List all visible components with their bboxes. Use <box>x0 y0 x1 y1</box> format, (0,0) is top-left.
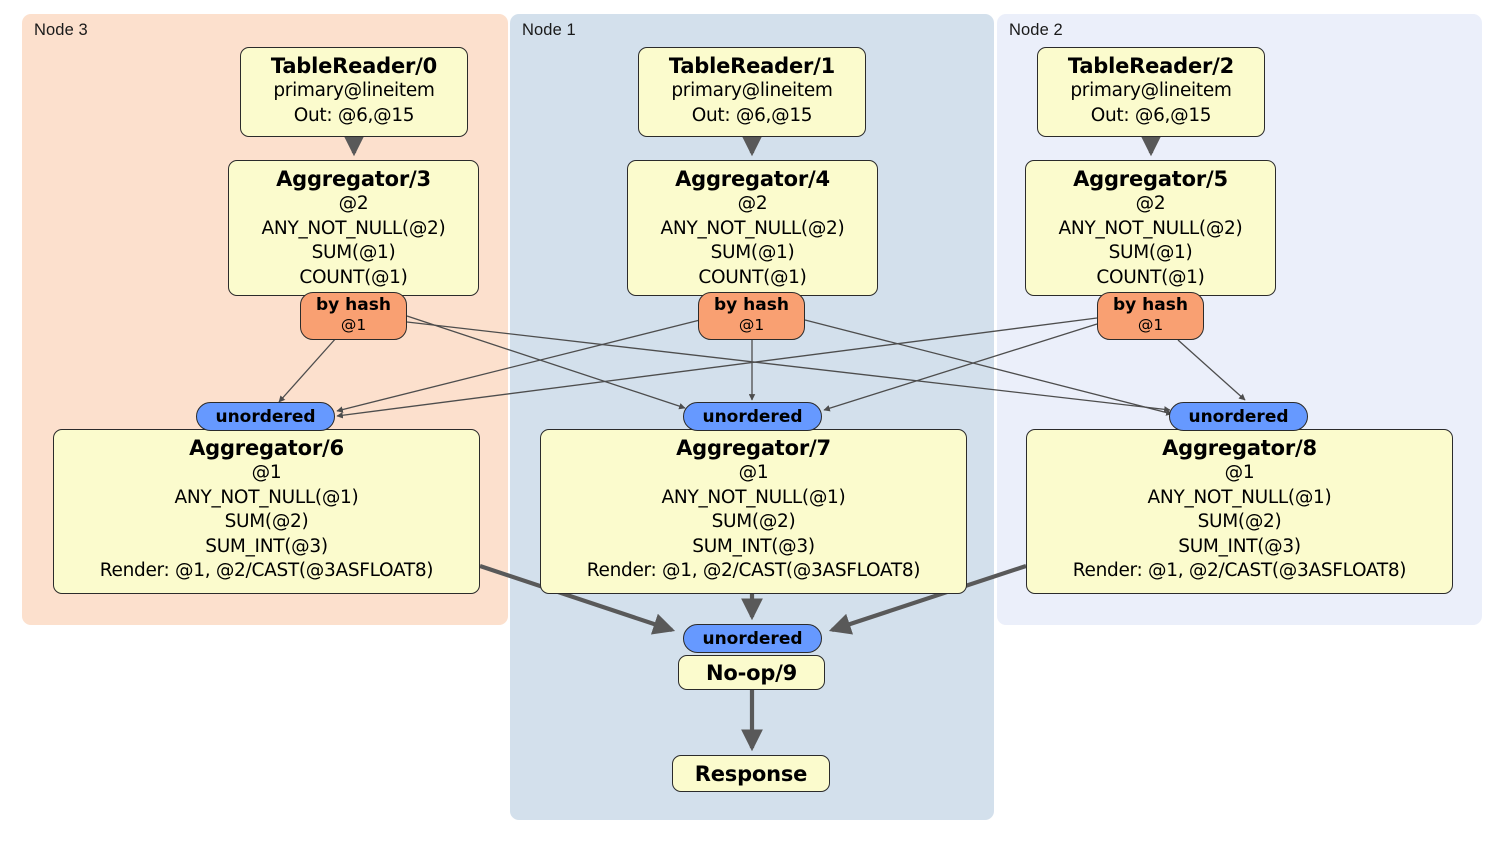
processor-detail-line: Out: @6,@15 <box>293 104 415 126</box>
synchronizer-label: unordered <box>215 406 316 427</box>
node-panel-label-node3: Node 3 <box>34 21 88 39</box>
processor-detail-line: primary@lineitem <box>671 80 833 101</box>
synchronizer-label: unordered <box>1188 406 1289 427</box>
processor-noop9[interactable]: No-op/9 <box>678 655 825 690</box>
synchronizer-label: unordered <box>702 406 803 427</box>
processor-title: Aggregator/7 <box>676 436 831 460</box>
processor-title: TableReader/1 <box>668 54 836 78</box>
processor-detail-line: @2 <box>338 193 369 214</box>
processor-detail-line: ANY_NOT_NULL(@1) <box>1147 486 1332 508</box>
node-panel-label-node2: Node 2 <box>1009 21 1063 39</box>
processor-title: Aggregator/4 <box>675 167 830 191</box>
processor-detail-line: @1 <box>738 462 769 483</box>
processor-detail-line: SUM_INT(@3) <box>1178 535 1301 557</box>
processor-detail-line: SUM(@1) <box>710 242 795 263</box>
router-title: by hash <box>1113 295 1188 315</box>
processor-detail-line: primary@lineitem <box>273 80 435 101</box>
processor-detail-line: ANY_NOT_NULL(@1) <box>661 486 846 508</box>
processor-detail-line: COUNT(@1) <box>299 266 408 288</box>
processor-detail-line: @2 <box>1135 193 1166 214</box>
router-by-hash-byhash5[interactable]: by hash@1 <box>1097 292 1204 340</box>
router-title: by hash <box>714 295 789 315</box>
processor-detail-line: @1 <box>251 462 282 483</box>
processor-detail-line: Render: @1, @2/CAST(@3ASFLOAT8) <box>99 560 434 581</box>
processor-title: Aggregator/8 <box>1162 436 1317 460</box>
processor-detail-line: SUM(@2) <box>711 511 796 532</box>
router-by-hash-byhash4[interactable]: by hash@1 <box>698 292 805 340</box>
router-column: @1 <box>340 316 367 334</box>
synchronizer-unordered-final[interactable]: unordered <box>683 624 822 653</box>
processor-detail-line: ANY_NOT_NULL(@2) <box>660 217 845 239</box>
processor-title: TableReader/0 <box>270 54 438 78</box>
processor-detail-line: Render: @1, @2/CAST(@3ASFLOAT8) <box>1072 560 1407 581</box>
processor-detail-line: primary@lineitem <box>1070 80 1232 101</box>
router-column: @1 <box>738 316 765 334</box>
synchronizer-unordered6[interactable]: unordered <box>196 402 335 431</box>
processor-detail-line: Out: @6,@15 <box>1090 104 1212 126</box>
processor-title: Response <box>694 761 808 786</box>
processor-detail-line: SUM_INT(@3) <box>205 535 328 557</box>
processor-detail-line: @2 <box>737 193 768 214</box>
processor-detail-line: COUNT(@1) <box>1096 266 1205 288</box>
processor-response[interactable]: Response <box>672 755 830 792</box>
processor-title: No-op/9 <box>705 660 798 685</box>
processor-detail-line: SUM(@2) <box>224 511 309 532</box>
processor-title: Aggregator/6 <box>189 436 344 460</box>
router-by-hash-byhash3[interactable]: by hash@1 <box>300 292 407 340</box>
processor-detail-line: ANY_NOT_NULL(@2) <box>1058 217 1243 239</box>
processor-detail-line: SUM_INT(@3) <box>692 535 815 557</box>
synchronizer-unordered8[interactable]: unordered <box>1169 402 1308 431</box>
router-column: @1 <box>1137 316 1164 334</box>
processor-detail-line: Render: @1, @2/CAST(@3ASFLOAT8) <box>586 560 921 581</box>
processor-detail-line: ANY_NOT_NULL(@2) <box>261 217 446 239</box>
processor-detail-line: SUM(@1) <box>1108 242 1193 263</box>
router-title: by hash <box>316 295 391 315</box>
processor-detail-line: SUM(@2) <box>1197 511 1282 532</box>
processor-title: Aggregator/5 <box>1073 167 1228 191</box>
synchronizer-unordered7[interactable]: unordered <box>683 402 822 431</box>
processor-title: Aggregator/3 <box>276 167 431 191</box>
processor-detail-line: Out: @6,@15 <box>691 104 813 126</box>
processor-detail-line: SUM(@1) <box>311 242 396 263</box>
processor-detail-line: @1 <box>1224 462 1255 483</box>
processor-title: TableReader/2 <box>1067 54 1235 78</box>
node-panel-label-node1: Node 1 <box>522 21 576 39</box>
processor-detail-line: ANY_NOT_NULL(@1) <box>174 486 359 508</box>
processor-detail-line: COUNT(@1) <box>698 266 807 288</box>
synchronizer-label: unordered <box>702 628 803 649</box>
